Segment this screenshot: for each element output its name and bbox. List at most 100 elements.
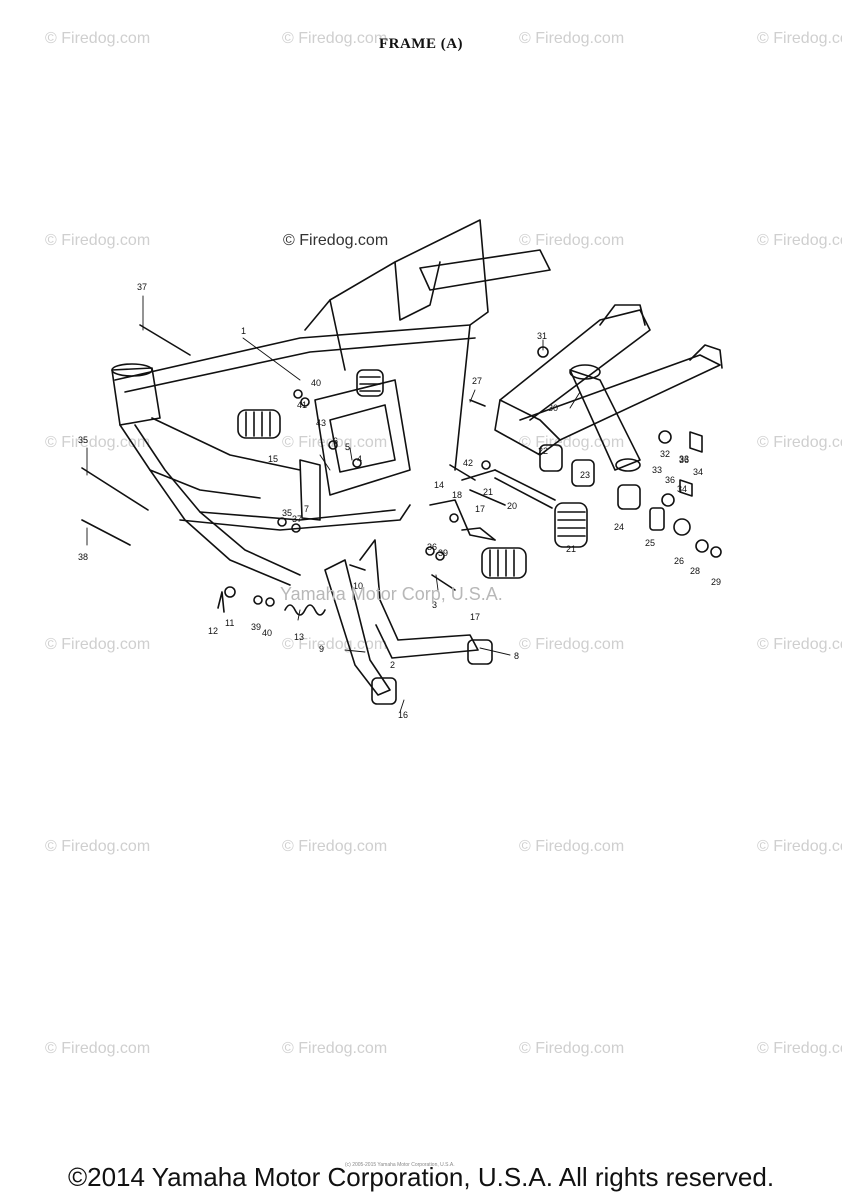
callout-label: 35 <box>78 435 88 445</box>
callout-label: 37 <box>292 514 302 524</box>
watermark: © Firedog.com <box>45 232 151 249</box>
bolt <box>349 564 366 571</box>
bolt <box>81 467 149 511</box>
callout-label: 21 <box>483 487 493 497</box>
overlay-watermark: Yamaha Motor Corp, U.S.A. <box>280 584 503 604</box>
steering-head <box>111 367 161 426</box>
callout-label: 32 <box>660 449 670 459</box>
watermark: © Firedog.com <box>519 838 625 855</box>
callout-label: 33 <box>679 454 689 464</box>
tiny-caption: (c) 2005-2015 Yamaha Motor Corporation, … <box>345 1162 455 1168</box>
callout-label: 30 <box>548 403 558 413</box>
callout-label: 43 <box>316 418 326 428</box>
watermark: © Firedog.com <box>757 232 842 249</box>
footrest-rubber <box>554 502 588 548</box>
bolt <box>449 464 476 481</box>
callout-label: 22 <box>538 446 548 456</box>
callout-label: 16 <box>398 710 408 720</box>
watermark: © Firedog.com <box>757 636 842 653</box>
watermark: © Firedog.com <box>282 30 388 47</box>
watermark: © Firedog.com <box>282 636 388 653</box>
callout-label: 6 <box>333 436 338 446</box>
callout-label: 10 <box>353 581 363 591</box>
watermark: © Firedog.com <box>45 636 151 653</box>
callout-label: 38 <box>78 552 88 562</box>
callout-label: 34 <box>693 467 703 477</box>
watermark: © Firedog.com <box>282 838 388 855</box>
callout-label: 36 <box>427 542 437 552</box>
bolt <box>469 399 486 407</box>
callout-label: 33 <box>652 465 662 475</box>
watermark: © Firedog.com <box>45 434 151 451</box>
footrest-rubber <box>356 369 384 397</box>
callout-label: 40 <box>262 628 272 638</box>
callout-label: 39 <box>438 548 448 558</box>
callout-label: 24 <box>614 522 624 532</box>
callout-label: 13 <box>294 632 304 642</box>
frame-rear-loop <box>419 249 551 291</box>
center-stand <box>324 559 391 696</box>
watermark: © Firedog.com <box>282 1040 388 1057</box>
center-plate <box>314 379 411 496</box>
frame-top-rail <box>114 219 489 381</box>
callout-label: 23 <box>580 470 590 480</box>
callout-label: 20 <box>507 501 517 511</box>
callout-label: 29 <box>711 577 721 587</box>
callout-label: 12 <box>208 626 218 636</box>
shock-absorber <box>569 369 641 471</box>
watermark: © Firedog.com <box>519 1040 625 1057</box>
callout-label: 8 <box>514 651 519 661</box>
callout-label: 1 <box>241 326 246 336</box>
pivot-shaft <box>494 469 556 509</box>
rear-fork <box>499 309 651 421</box>
watermark: © Firedog.com <box>519 434 625 451</box>
callout-label: 27 <box>472 376 482 386</box>
watermark: © Firedog.com <box>519 30 625 47</box>
bolt <box>431 574 456 591</box>
callout-label: 4 <box>357 454 362 464</box>
callout-label: 37 <box>137 282 147 292</box>
copyright-footer: ©2014 Yamaha Motor Corporation, U.S.A. A… <box>67 1162 775 1192</box>
stand-spring <box>284 604 326 616</box>
callout-label: 9 <box>319 644 324 654</box>
callout-labels: 37 1 40 41 43 6 5 4 7 15 35 38 35 37 31 … <box>78 282 721 720</box>
callout-label: 25 <box>645 538 655 548</box>
footrest-rubber <box>237 409 281 439</box>
watermark: © Firedog.com <box>519 232 625 249</box>
callout-label: 26 <box>674 556 684 566</box>
watermark: © Firedog.com <box>757 838 842 855</box>
callout-label: 28 <box>690 566 700 576</box>
watermark: © Firedog.com <box>757 434 842 451</box>
callout-label: 14 <box>434 480 444 490</box>
callout-label: 15 <box>268 454 278 464</box>
callout-label: 36 <box>665 475 675 485</box>
callout-label: 5 <box>345 442 350 452</box>
center-watermark: © Firedog.com <box>283 232 389 249</box>
callout-label: 31 <box>537 331 547 341</box>
footrest-bar <box>429 499 496 541</box>
down-tube <box>119 424 291 586</box>
callout-label: 41 <box>297 400 307 410</box>
watermark: © Firedog.com <box>45 30 151 47</box>
callout-label: 40 <box>311 378 321 388</box>
diagram-title: FRAME (A) <box>378 36 464 52</box>
callout-label: 42 <box>463 458 473 468</box>
watermark: © Firedog.com <box>519 636 625 653</box>
callout-label: 35 <box>282 508 292 518</box>
footrest-rubber <box>481 547 527 579</box>
watermark: © Firedog.com <box>45 1040 151 1057</box>
bolt <box>139 324 191 356</box>
callout-label: 18 <box>452 490 462 500</box>
callout-label: 39 <box>251 622 261 632</box>
callout-label: 11 <box>225 618 234 628</box>
callout-label: 2 <box>390 660 395 670</box>
watermark: © Firedog.com <box>45 838 151 855</box>
callout-label: 17 <box>475 504 485 514</box>
watermark: © Firedog.com <box>757 1040 842 1057</box>
frame-top-rail-inner <box>124 337 476 393</box>
callout-label: 3 <box>432 600 437 610</box>
watermark: © Firedog.com <box>757 30 842 47</box>
callout-label: 34 <box>677 484 687 494</box>
callout-label: 36 <box>679 455 689 465</box>
